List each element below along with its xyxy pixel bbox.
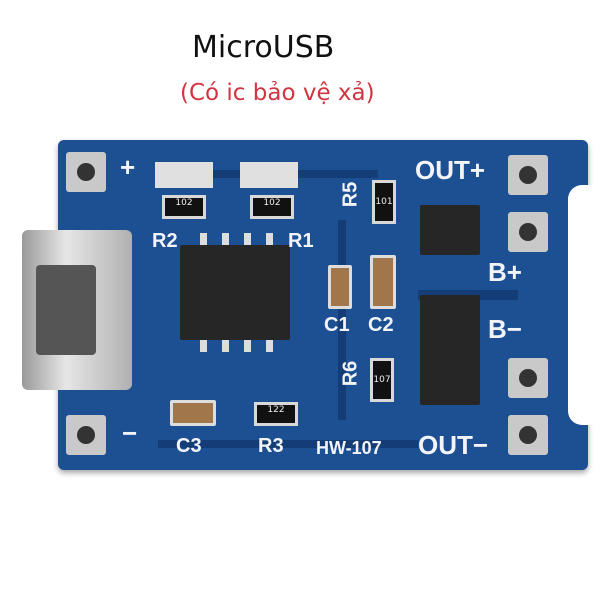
label-r2: R2	[152, 230, 178, 252]
pad-out-minus	[508, 415, 548, 455]
pad-b-minus	[508, 358, 548, 398]
label-b-minus: B−	[488, 314, 522, 344]
pcb-board	[58, 140, 588, 470]
pad-plus	[66, 152, 106, 192]
title: MicroUSB	[192, 30, 335, 65]
pad-out-plus	[508, 155, 548, 195]
subtitle: (Có ic bảo vệ xả)	[180, 80, 375, 106]
label-out-plus: OUT+	[415, 155, 486, 185]
label-r5: R5	[339, 181, 362, 208]
micro-usb-connector	[22, 230, 132, 390]
resistor-r6: 107	[370, 358, 394, 402]
label-r6: R6	[339, 360, 362, 387]
resistor-r1: 102	[250, 195, 294, 219]
mosfet-ic	[420, 295, 480, 405]
label-c3: C3	[176, 435, 202, 457]
label-b-plus: B+	[488, 257, 522, 287]
label-plus: +	[120, 152, 136, 182]
resistor-r5: 101	[372, 180, 396, 224]
label-minus: −	[122, 418, 138, 448]
capacitor-c2	[370, 255, 396, 309]
label-out-minus: OUT−	[418, 430, 489, 460]
resistor-r2: 102	[162, 195, 206, 219]
board-notch	[568, 185, 598, 425]
pad-minus	[66, 415, 106, 455]
label-r3: R3	[258, 435, 284, 457]
protection-ic	[420, 205, 480, 255]
capacitor-c1	[328, 265, 352, 309]
model-label: HW-107	[316, 438, 382, 458]
label-c1: C1	[324, 314, 350, 336]
capacitor-c3	[170, 400, 216, 426]
pad-b-plus	[508, 212, 548, 252]
led-red	[155, 162, 213, 188]
led-green	[240, 162, 298, 188]
label-r1: R1	[288, 230, 314, 252]
charger-ic	[180, 245, 290, 340]
resistor-r3: 122	[254, 402, 298, 426]
label-c2: C2	[368, 314, 394, 336]
